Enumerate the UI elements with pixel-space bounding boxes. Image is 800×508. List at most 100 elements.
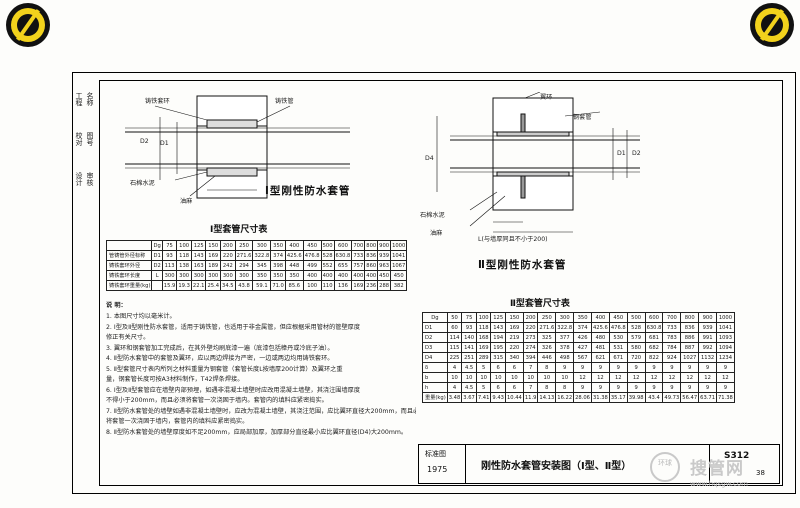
table1-cell: 400 [364, 270, 379, 281]
table2-cell: 682 [644, 342, 664, 353]
table2-cell: 10 [461, 372, 477, 383]
side-label: 名称 [86, 92, 94, 106]
table1-cell: 169 [351, 280, 366, 291]
page-number: 38 [756, 469, 765, 477]
table2-cell: 6 [490, 382, 506, 393]
table1-cell: 322.8 [252, 250, 272, 261]
note-line: 1. 本图尺寸均以毫米计。 [106, 313, 176, 320]
table2-row-symbol: b [422, 372, 448, 383]
side-label: 校对 [75, 132, 83, 146]
table2-cell: 56.47 [680, 392, 700, 403]
table2-cell: 274 [522, 342, 539, 353]
table1-cell: 860 [364, 260, 379, 271]
table2-cell: 8 [555, 382, 575, 393]
table2-cell: 16.22 [555, 392, 575, 403]
table1-cell: 236 [364, 280, 379, 291]
drawing-number: S312 [724, 451, 750, 461]
table2-row-symbol: δ [422, 362, 448, 373]
table2-row-symbol: h [422, 382, 448, 393]
note-line: 4. Ⅱ型防水套管中的套管及翼环，应以两边焊接为严密，一边或两边均用铸铁套环。 [106, 355, 334, 362]
table2-cell: 1234 [716, 352, 735, 363]
standard-label: 标准图 [425, 450, 446, 458]
notes-block: 1. 本图尺寸均以毫米计。 2. Ⅰ型及Ⅱ型刚性防水套管，适用于铸铁管，也适用于非… [106, 312, 416, 438]
label-asbestos-cement-2: 石棉水泥 [420, 212, 445, 219]
standard-year: 1975 [427, 465, 448, 474]
side-stamp-column: 工程 名称 校对 图号 设计 审核 [72, 88, 100, 208]
table2-cell: 14.13 [537, 392, 557, 403]
table2-cell: 377 [555, 332, 575, 343]
note-line: 修正有关尺寸。 [106, 334, 150, 341]
table2-cell: 315 [490, 352, 506, 363]
table2-cell: 12 [626, 372, 646, 383]
table1-cell: 100 [302, 280, 322, 291]
table1-cell: 136 [333, 280, 353, 291]
table2-cell: 1093 [716, 332, 735, 343]
corner-badge-left-icon [6, 3, 50, 47]
table1-cell: 350 [270, 270, 286, 281]
table1-cell: 294 [234, 260, 254, 271]
table2-cell: 325 [537, 332, 557, 343]
table1-header-cell: 1000 [390, 240, 408, 251]
note-line: 5. Ⅱ型套管尺寸表内所列之材料重量为钢套管（套管长度L按墙厚200计算）及翼环… [106, 365, 343, 373]
table2-cell: 169 [475, 342, 492, 353]
table2-cell: 498 [555, 352, 575, 363]
table2-cell: 9 [608, 382, 628, 393]
table2-cell: 924 [662, 352, 682, 363]
table1-header-cell: 350 [270, 240, 286, 251]
note-line: 2. Ⅰ型及Ⅱ型刚性防水套管，适用于铸铁管，也适用于非金属管，但应根据采用管材的… [106, 323, 361, 331]
table2-cell: 220 [522, 322, 539, 333]
table2-cell: 9 [626, 362, 646, 373]
table2-cell: 10 [504, 372, 524, 383]
note-line: 量，钢套管长度可按A3材料制作，T42焊条焊接。 [106, 376, 244, 383]
table1-cell: 400 [333, 270, 353, 281]
note-line: 6. Ⅰ型及Ⅱ型套管应在墙壁内部预埋，如遇非混凝土墙壁时应改用混凝土墙壁，其浇注… [106, 386, 361, 394]
table2-header-cell: 250 [537, 312, 557, 323]
table2-cell: 28.06 [573, 392, 592, 403]
table2-cell: 9 [662, 362, 682, 373]
table2-cell: 9 [590, 362, 610, 373]
table2-cell: 887 [680, 342, 700, 353]
table2-header-cell: 500 [626, 312, 646, 323]
table2-cell: 8 [537, 362, 557, 373]
table1-cell: 1067 [390, 260, 408, 271]
table1-header-cell: 300 [252, 240, 272, 251]
table2-cell: 991 [698, 332, 717, 343]
title-block-standard: 标准图 1975 [419, 445, 466, 483]
table2-header-cell: 400 [590, 312, 610, 323]
table1-row-label: 铸铁套环长度 [105, 270, 153, 281]
table1-row-symbol [151, 280, 163, 291]
table2-cell: 621 [590, 352, 610, 363]
table1-cell: 499 [302, 260, 322, 271]
watermark-left-text: 环球 [658, 459, 672, 467]
table2-cell: 425.6 [590, 322, 610, 333]
table2-header-cell: Dg [422, 312, 448, 323]
table1-cell: 425.6 [284, 250, 304, 261]
note-line: 8. Ⅱ型防水套管处的墙壁厚度如不足200mm，应局部加厚，加厚部分直径最小应比… [106, 428, 408, 436]
table1-cell: 59.1 [252, 280, 272, 291]
table2-row-symbol: 重量(kg) [422, 392, 448, 403]
table2-cell: 9 [573, 362, 592, 373]
outer-sheet-border [72, 72, 796, 494]
table2-cell: 3.48 [446, 392, 463, 403]
table1-header-cell: 125 [190, 240, 207, 251]
table2-cell: 12 [644, 372, 664, 383]
table1-header-cell: 100 [176, 240, 192, 251]
table2-cell: 43.4 [644, 392, 664, 403]
table2-cell: 4.5 [461, 362, 477, 373]
table1-cell: 345 [252, 260, 272, 271]
table2-cell: 476.8 [608, 322, 628, 333]
table2-cell: 10 [537, 372, 557, 383]
table1-cell: 450 [377, 270, 392, 281]
note-line: 7. Ⅱ型防水套管处的墙壁如遇非混凝土墙壁时，应改为混凝土墙壁，其浇注范围，应比… [106, 407, 416, 415]
table2-cell: 49.73 [662, 392, 682, 403]
type1-section-drawing [125, 95, 350, 199]
table2-cell: 6 [504, 382, 524, 393]
label-casting-pipe: 铸铁管 [275, 98, 294, 105]
label-d1-type2: D1 [617, 150, 626, 157]
drawing-title: 刚性防水套管安装图（Ⅰ型、Ⅱ型） [481, 461, 632, 472]
table1-header-cell: 250 [234, 240, 254, 251]
